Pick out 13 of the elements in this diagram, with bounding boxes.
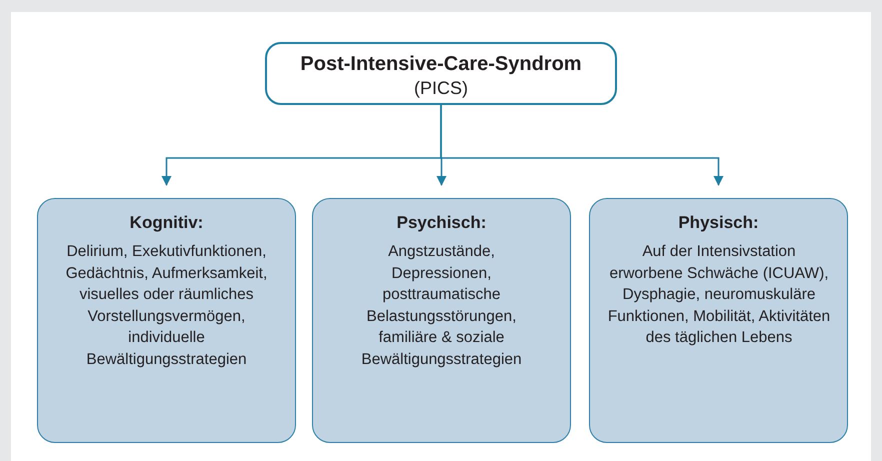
title-box — [265, 42, 617, 105]
connector-arrow — [440, 105, 724, 186]
heading: Psychisch: — [396, 212, 488, 234]
body-text: (PICS) — [413, 77, 469, 99]
category-box — [312, 198, 571, 443]
heading: Kognitiv: — [128, 212, 204, 234]
body-text: Angstzustände, Depressionen, posttraumatische Belastungsstörungen, familiäre & soziale Bewältigungsstrategien — [360, 242, 523, 370]
heading: Post-Intensive-Care-Syndrom — [299, 52, 583, 77]
heading: Physisch: — [677, 212, 760, 234]
body-text: Auf der Intensivstation erworbene Schwäche (ICUAW), Dysphagie, neuromuskuläre Funktionen, Mobilität, Aktivitäten des täglichen Lebens — [606, 242, 832, 348]
category-box — [589, 198, 848, 443]
category-box — [37, 198, 296, 443]
body-text: Delirium, Exekutivfunktionen, Gedächtnis, Aufmerksamkeit, visuelles oder räumliches Vorstellungsvermögen, individuelle Bewältigungsstrategien — [64, 242, 268, 370]
